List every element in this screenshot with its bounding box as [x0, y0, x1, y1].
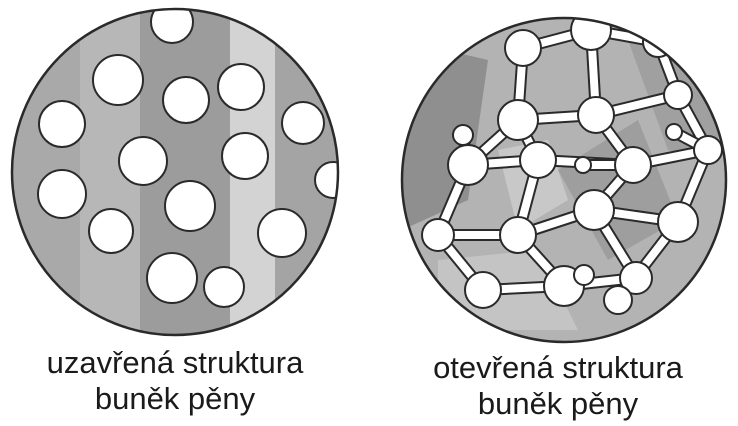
- closed-cell-pore: [315, 162, 351, 198]
- closed-cell-pore: [151, 1, 193, 43]
- closed-cell-pore: [282, 102, 324, 144]
- open-cell-foam-figure: otevřená struktura buněk pěny: [378, 0, 738, 426]
- closed-structure-caption: uzavřená struktura buněk pěny: [0, 345, 350, 417]
- open-caption-line2: buněk pěny: [378, 386, 738, 422]
- open-cell-node: [604, 286, 632, 314]
- closed-cell-pore: [258, 209, 306, 257]
- open-cell-node: [694, 136, 722, 164]
- open-caption-line1: otevřená struktura: [378, 350, 738, 386]
- closed-cell-pore: [204, 267, 244, 307]
- closed-cell-pore: [39, 101, 85, 147]
- open-cell-node: [465, 272, 501, 308]
- closed-cell-pore: [93, 55, 143, 105]
- closed-caption-line1: uzavřená struktura: [0, 345, 350, 381]
- closed-cell-foam-disc: [0, 0, 350, 340]
- open-cell-node: [664, 81, 692, 109]
- open-cell-node: [615, 147, 651, 183]
- closed-cell-pore: [165, 181, 215, 231]
- open-cell-node: [498, 100, 538, 140]
- open-structure-caption: otevřená struktura buněk pěny: [378, 350, 738, 422]
- open-disc-background: [378, 0, 738, 345]
- open-cell-node: [578, 97, 614, 133]
- closed-cell-pore: [163, 77, 209, 123]
- open-cell-node: [575, 157, 591, 173]
- closed-cell-pore: [222, 133, 268, 179]
- closed-caption-line2: buněk pěny: [0, 381, 350, 417]
- open-cell-node: [658, 202, 698, 242]
- closed-cell-pore: [38, 170, 86, 218]
- open-cell-node: [500, 217, 536, 253]
- open-cell-node: [666, 124, 682, 140]
- closed-cell-foam-figure: uzavřená struktura buněk pěny: [0, 0, 350, 426]
- open-cell-foam-disc: [378, 0, 738, 345]
- closed-cell-pore: [119, 137, 167, 185]
- open-cell-node: [505, 30, 541, 66]
- closed-cell-pore: [89, 209, 133, 253]
- open-cell-node: [422, 219, 454, 251]
- open-cell-node: [520, 142, 556, 178]
- open-cell-node: [453, 125, 473, 145]
- closed-cell-pore: [147, 253, 197, 303]
- open-cell-node: [571, 10, 611, 50]
- open-cell-node: [574, 265, 594, 285]
- closed-cell-pore: [218, 64, 264, 110]
- open-cell-node: [574, 190, 614, 230]
- open-cell-node: [448, 145, 488, 185]
- closed-disc-background: [0, 0, 351, 340]
